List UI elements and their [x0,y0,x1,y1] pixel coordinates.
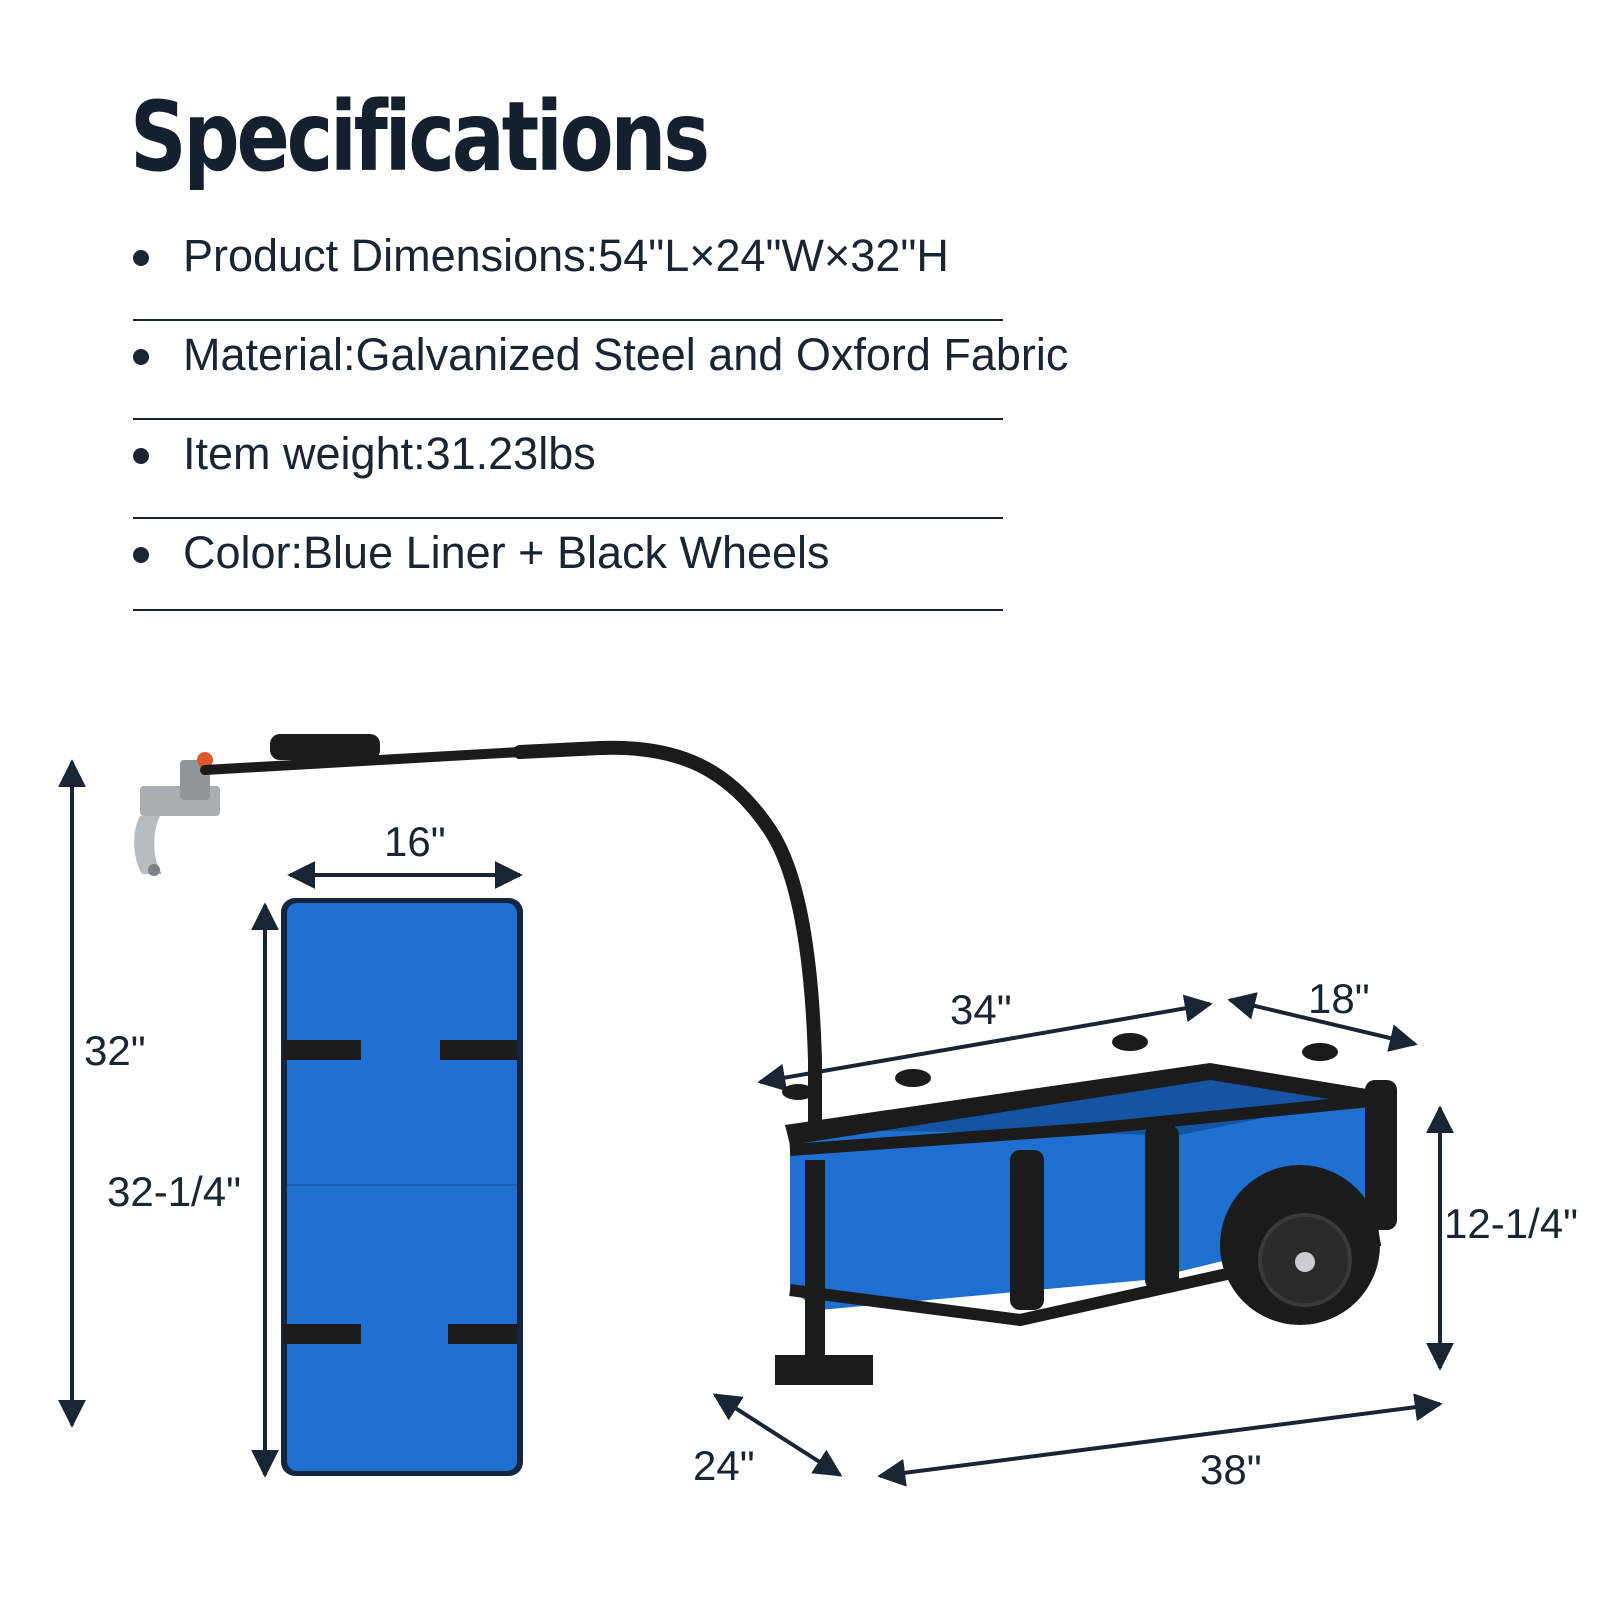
cart-length-bottom-arrow [877,1393,1443,1487]
cart-length-top-arrow [757,994,1213,1092]
spec-item-dimensions: Product Dimensions:54"L×24"W×32"H [133,222,1003,321]
divider [133,517,1003,519]
cart-width-top-arrow [1227,992,1418,1052]
divider [133,418,1003,420]
fishing-cart [775,1033,1397,1385]
bullet-icon [133,448,149,464]
cart-height-label: 12-1/4" [1444,1200,1578,1247]
spec-text: Material:Galvanized Steel and Oxford Fab… [183,329,1069,380]
cart-length-top-label: 34" [950,986,1012,1033]
page-title: Specifications [130,81,710,193]
divider [133,319,1003,321]
spec-text: Color:Blue Liner + Black Wheels [183,527,830,578]
spec-item-color: Color:Blue Liner + Black Wheels [133,519,1003,611]
bullet-icon [133,547,149,563]
blue-pad [281,898,523,1476]
cart-length-bottom-label: 38" [1200,1446,1262,1493]
cart-width-top-label: 18" [1308,975,1370,1022]
tow-arm [200,734,822,1157]
spec-item-weight: Item weight:31.23lbs [133,420,1003,519]
spec-text: Item weight:31.23lbs [183,428,596,479]
hitch-bracket-icon [134,752,220,876]
pad-length-label: 32-1/4" [107,1168,241,1215]
spec-text: Product Dimensions:54"L×24"W×32"H [183,230,949,281]
bullet-icon [133,250,149,266]
divider [133,609,1003,611]
cart-width-bottom-arrow [712,1393,843,1477]
overall-height-label: 32" [84,1027,146,1074]
pad-width-label: 16" [384,818,446,865]
bullet-icon [133,349,149,365]
cart-width-bottom-label: 24" [693,1442,755,1489]
spec-item-material: Material:Galvanized Steel and Oxford Fab… [133,321,1068,420]
spec-list: Product Dimensions:54"L×24"W×32"H Materi… [133,222,1068,611]
